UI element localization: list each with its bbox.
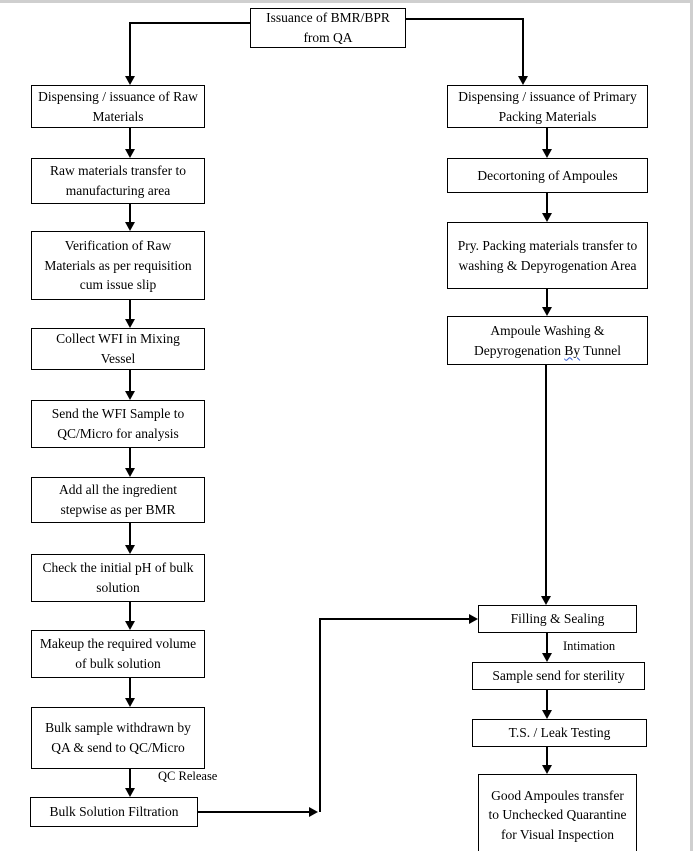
flow-box-collect-wfi: Collect WFI in Mixing Vessel xyxy=(31,328,205,370)
flow-box-issuance-bmr-bpr: Issuance of BMR/BPR from QA xyxy=(250,8,406,48)
flow-box-packing-materials-transfer: Pry. Packing materials transfer to washi… xyxy=(447,222,648,289)
connector-line xyxy=(522,18,524,76)
arrowhead-down-icon xyxy=(125,698,135,707)
arrowhead-down-icon xyxy=(542,307,552,316)
connector-line xyxy=(319,618,321,812)
connector-line xyxy=(129,22,131,76)
flow-box-text: Dispensing / issuance of Primary Packing… xyxy=(458,88,637,124)
flow-box-text: Pry. Packing materials transfer to washi… xyxy=(457,237,638,273)
arrowhead-right-icon xyxy=(309,807,318,817)
page-right-edge xyxy=(690,0,693,851)
arrowhead-down-icon xyxy=(542,213,552,222)
connector-line xyxy=(129,523,131,545)
connector-line xyxy=(129,769,131,788)
flow-box-text: Raw materials transfer to manufacturing … xyxy=(49,163,187,198)
connector-line xyxy=(546,633,548,653)
flow-box-text: Send the WFI Sample to QC/Micro for anal… xyxy=(51,406,185,441)
arrowhead-down-icon xyxy=(125,319,135,328)
flow-box-ampoule-washing-depyrogenation: Ampoule Washing & Depyrogenation By Tunn… xyxy=(447,316,648,365)
connector-line xyxy=(130,22,250,24)
connector-line xyxy=(320,618,469,620)
flow-box-text: Good Ampoules transfer to Unchecked Quar… xyxy=(488,787,627,842)
flow-box-bulk-sample-withdrawn: Bulk sample withdrawn by QA & send to QC… xyxy=(31,707,205,769)
connector-line xyxy=(545,365,547,596)
flow-box-text: Issuance of BMR/BPR from QA xyxy=(266,10,390,45)
connector-line xyxy=(198,811,309,813)
arrowhead-down-icon xyxy=(125,391,135,400)
connector-line xyxy=(129,678,131,698)
flow-box-filling-sealing: Filling & Sealing xyxy=(478,605,637,633)
flow-box-check-initial-ph: Check the initial pH of bulk solution xyxy=(31,554,205,602)
arrowhead-down-icon xyxy=(125,545,135,554)
connector-line xyxy=(129,300,131,319)
arrowhead-down-icon xyxy=(542,765,552,774)
flow-box-text: Add all the ingredient stepwise as per B… xyxy=(58,482,178,517)
flow-box-text: T.S. / Leak Testing xyxy=(508,725,611,741)
connector-line xyxy=(546,747,548,765)
arrowhead-down-icon xyxy=(541,596,551,605)
arrowhead-down-icon xyxy=(125,76,135,85)
connector-line xyxy=(129,204,131,222)
arrowhead-down-icon xyxy=(125,788,135,797)
flow-box-text: Filling & Sealing xyxy=(510,611,605,627)
flow-box-sample-sterility: Sample send for sterility xyxy=(472,662,645,690)
arrowhead-down-icon xyxy=(125,621,135,630)
flow-box-makeup-volume: Makeup the required volume of bulk solut… xyxy=(31,630,205,678)
flow-box-send-wfi-sample: Send the WFI Sample to QC/Micro for anal… xyxy=(31,400,205,448)
qc-release-label: QC Release xyxy=(158,769,218,783)
connector-line xyxy=(546,690,548,710)
flow-box-text: Makeup the required volume of bulk solut… xyxy=(39,636,197,671)
flow-box-text: Collect WFI in Mixing Vessel xyxy=(56,331,180,366)
intimation-label: Intimation xyxy=(563,639,616,653)
arrowhead-down-icon xyxy=(125,222,135,231)
connector-line xyxy=(129,370,131,391)
connector-line xyxy=(129,448,131,468)
connector-line xyxy=(546,193,548,213)
flow-box-add-ingredients: Add all the ingredient stepwise as per B… xyxy=(31,477,205,523)
flow-box-text: Bulk sample withdrawn by QA & send to QC… xyxy=(45,720,191,755)
page-top-edge xyxy=(0,0,693,3)
flow-box-text: Check the initial pH of bulk solution xyxy=(42,560,194,595)
connector-line xyxy=(129,128,131,149)
flow-box-good-ampoules-quarantine: Good Ampoules transfer to Unchecked Quar… xyxy=(478,774,637,851)
flow-box-dispensing-raw-materials: Dispensing / issuance of Raw Materials xyxy=(31,85,205,128)
arrowhead-down-icon xyxy=(542,653,552,662)
flow-box-text: Sample send for sterility xyxy=(492,668,625,684)
connector-line xyxy=(546,289,548,307)
flow-box-bulk-solution-filtration: Bulk Solution Filtration xyxy=(30,797,198,827)
arrowhead-down-icon xyxy=(518,76,528,85)
flow-box-text: Decortoning of Ampoules xyxy=(477,167,618,183)
flow-box-verification-raw-materials: Verification of Raw Materials as per req… xyxy=(31,231,205,300)
arrowhead-right-icon xyxy=(469,614,478,624)
arrowhead-down-icon xyxy=(542,710,552,719)
spellcheck-squiggle-word: By xyxy=(564,342,581,358)
arrowhead-down-icon xyxy=(125,149,135,158)
flow-box-text: Dispensing / issuance of Raw Materials xyxy=(38,88,198,124)
flow-box-text: Bulk Solution Filtration xyxy=(49,804,179,820)
flow-box-raw-materials-transfer: Raw materials transfer to manufacturing … xyxy=(31,158,205,204)
connector-line xyxy=(546,128,548,149)
connector-line xyxy=(406,18,523,20)
arrowhead-down-icon xyxy=(542,149,552,158)
flow-box-text: Ampoule Washing & Depyrogenation By Tunn… xyxy=(473,322,622,358)
arrowhead-down-icon xyxy=(125,468,135,477)
flow-box-ts-leak-testing: T.S. / Leak Testing xyxy=(472,719,647,747)
flow-box-text: Verification of Raw Materials as per req… xyxy=(44,238,192,293)
flow-box-dispensing-primary-packing: Dispensing / issuance of Primary Packing… xyxy=(447,85,648,128)
flow-box-decortoning-ampoules: Decortoning of Ampoules xyxy=(447,158,648,193)
connector-line xyxy=(129,602,131,621)
